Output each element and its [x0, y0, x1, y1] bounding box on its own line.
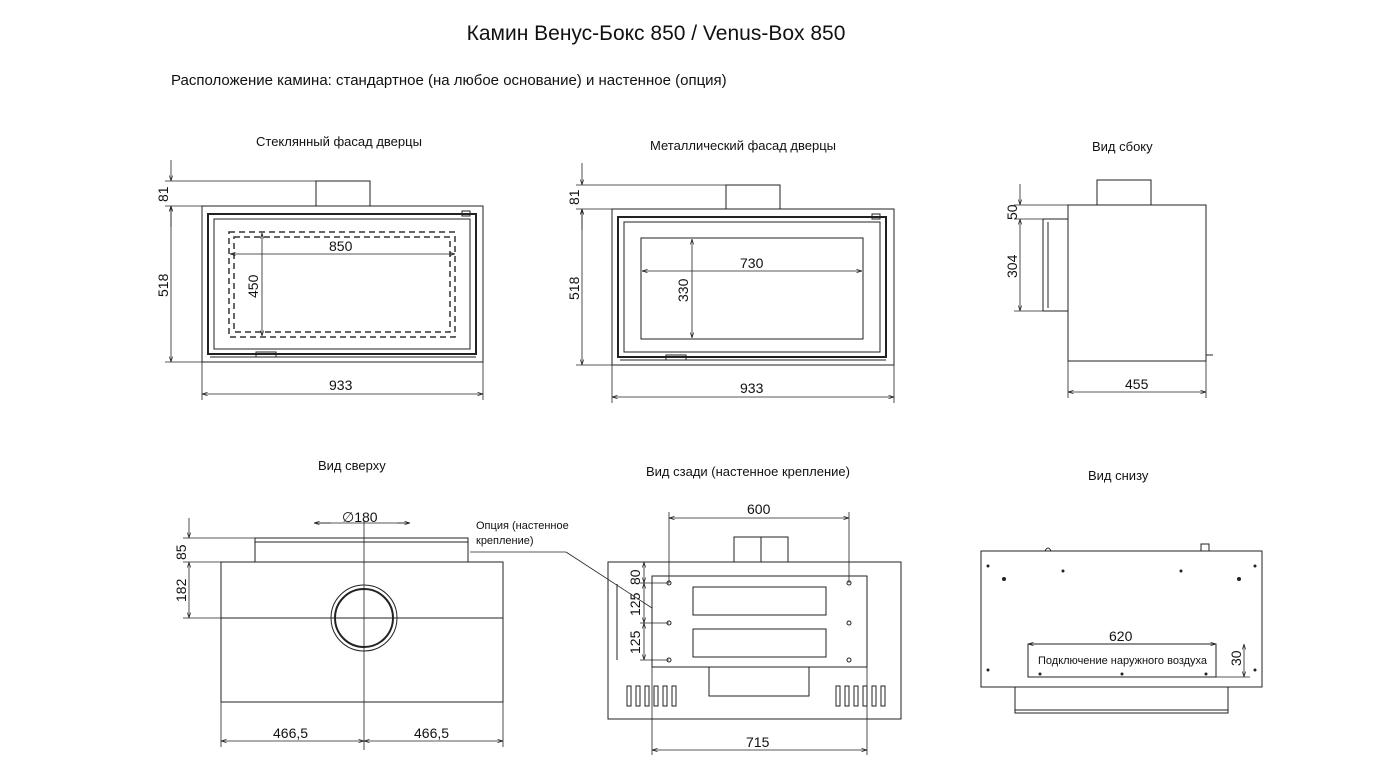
body-outline [201, 205, 484, 363]
caption-bottom-view: Вид снизу [1088, 468, 1149, 483]
rear-slot-upper [692, 586, 827, 616]
clip [1200, 543, 1210, 552]
flue-pipe [1096, 179, 1152, 206]
dim-rear-80: 80 [627, 569, 643, 585]
door-inner [213, 218, 471, 350]
dim-top-466-right: 466,5 [414, 725, 449, 741]
dim-glass-450: 450 [245, 274, 261, 298]
dim-rear-600: 600 [747, 501, 771, 517]
side-view: 50 304 455 [1004, 179, 1213, 398]
note-wall-option-2: крепление) [476, 535, 534, 547]
caption-metal-front: Металлический фасад дверцы [650, 138, 837, 153]
rear-slot-lower [692, 628, 827, 658]
dim-metal-933: 933 [740, 380, 764, 396]
page-title: Камин Венус-Бокс 850 / Venus-Box 850 [466, 22, 846, 45]
page-subtitle: Расположение камина: стандартное (на люб… [171, 72, 727, 89]
wall-bracket [651, 575, 868, 668]
dim-glass-81: 81 [155, 186, 171, 202]
dim-side-455: 455 [1125, 376, 1149, 392]
glass-outline [228, 231, 456, 338]
note-leader [565, 551, 653, 609]
caption-top-view: Вид сверху [318, 458, 386, 473]
window-outline [640, 237, 864, 340]
dim-bottom-30: 30 [1228, 650, 1244, 666]
vent-left [626, 685, 677, 707]
flue-pipe [315, 180, 371, 207]
dim-side-50: 50 [1004, 204, 1020, 220]
flue-pipe [725, 184, 781, 210]
metal-front-view: 81 518 730 330 933 [566, 163, 895, 403]
body-outline [1067, 204, 1207, 362]
note-wall-option-1: Опция (настенное [476, 520, 569, 532]
dim-side-304: 304 [1004, 254, 1020, 278]
body-outline [611, 208, 895, 366]
dim-top-180: ∅180 [342, 509, 378, 525]
body-outline [220, 561, 504, 703]
door-underside [1014, 686, 1229, 714]
dim-top-182: 182 [173, 578, 189, 602]
vent-right [835, 685, 886, 707]
caption-glass-front: Стеклянный фасад дверцы [256, 134, 422, 149]
rear-view: 600 80 125 125 715 [607, 501, 902, 755]
dim-glass-850: 850 [329, 238, 353, 254]
bottom-view: 620 30 Подключение наружного воздуха [980, 543, 1263, 714]
dim-metal-330: 330 [675, 278, 691, 302]
handle [871, 213, 881, 220]
caption-rear-view: Вид сзади (настенное крепление) [646, 464, 850, 479]
dim-rear-125-a: 125 [627, 592, 643, 616]
air-box [708, 666, 810, 697]
dim-bottom-620: 620 [1109, 628, 1133, 644]
dim-glass-518: 518 [155, 273, 171, 297]
dim-top-85: 85 [173, 544, 189, 560]
clip-left [1044, 547, 1052, 552]
door-inner [623, 221, 881, 353]
note-air-inlet: Подключение наружного воздуха [1038, 655, 1208, 667]
dim-glass-933: 933 [329, 377, 353, 393]
dim-top-466-left: 466,5 [273, 725, 308, 741]
dim-rear-715: 715 [746, 734, 770, 750]
dim-rear-125-b: 125 [627, 630, 643, 654]
door-frame [207, 213, 477, 355]
body-outline [607, 561, 902, 720]
glass-front-view: 81 518 850 450 933 [155, 160, 484, 400]
top-view: ∅180 85 182 466,5 466,5 Опция (настенное… [173, 509, 569, 750]
dim-metal-81: 81 [566, 189, 582, 205]
handle [461, 210, 471, 217]
dim-metal-730: 730 [740, 255, 764, 271]
caption-side-view: Вид сбоку [1092, 139, 1153, 154]
door-frame [617, 216, 887, 358]
glass-inner [233, 236, 451, 333]
door-profile [1042, 218, 1069, 312]
dim-metal-518: 518 [566, 276, 582, 300]
